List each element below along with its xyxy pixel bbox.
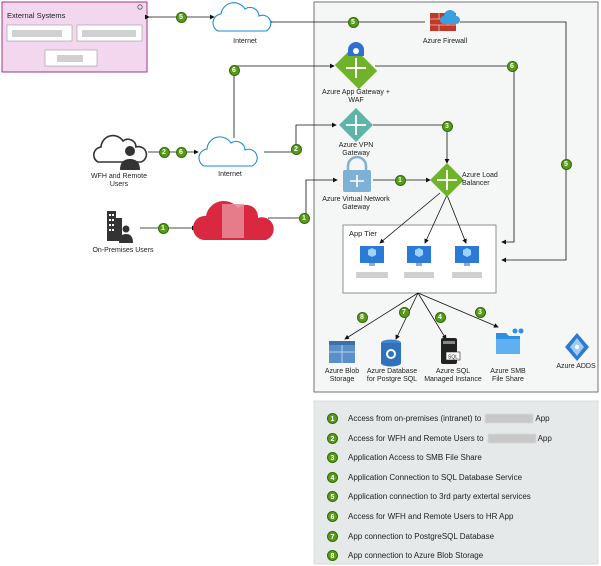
azure-adds-label: Azure ADDS: [556, 363, 596, 370]
legend-text: App connection to Azure Blob Storage: [348, 551, 483, 560]
legend-text-main: App connection to Azure Blob Storage: [348, 551, 484, 561]
app-tier-label: App Tier: [349, 229, 377, 238]
legend-text-main: Access for WFH and Remote Users to: [348, 433, 484, 443]
redacted-app-name: [485, 414, 534, 424]
wfh-users-label: WFH and Remote Users: [90, 173, 148, 188]
load-balancer-icon: [430, 163, 464, 197]
step-badge: 5: [347, 16, 359, 28]
legend-badge: 2: [327, 432, 338, 444]
legend-text: Application connection to 3rd party exte…: [348, 492, 531, 501]
virtual-network-gateway-label: Azure Virtual Network Gateway: [322, 196, 390, 211]
step-badge: 5: [175, 11, 187, 23]
on-premises-users-label: On-Premises Users: [92, 247, 154, 254]
postgresql-database-icon: [381, 339, 401, 367]
legend-text: App connection to PostgreSQL Database: [348, 532, 494, 541]
step-badge: 4: [434, 311, 446, 323]
internet-cloud-icon: [198, 136, 258, 167]
remote-users-icon: [93, 134, 148, 170]
on-premises-users-icon: [107, 211, 133, 243]
app-gateway-label: Azure App Gateway + WAF: [322, 89, 390, 104]
step-badge: 6: [506, 60, 518, 72]
step-badge: 2: [158, 146, 170, 158]
location-pin-icon: [137, 4, 143, 10]
legend-text: Access for WFH and Remote Users to HR Ap…: [348, 512, 513, 521]
step-badge: 3: [474, 306, 486, 318]
vm-icon: [356, 246, 388, 278]
internet-top-label: Internet: [233, 38, 257, 45]
legend-text: Access from on-premises (intranet) to App: [348, 414, 550, 424]
legend-badge: 7: [327, 530, 338, 542]
legend-text-suffix: App: [537, 433, 552, 443]
smb-file-share-label: Azure SMB File Share: [490, 368, 526, 383]
virtual-network-gateway-icon: [343, 155, 371, 192]
internet-mid-label: Internet: [218, 171, 242, 178]
legend-text-main: Access for WFH and Remote Users to HR Ap…: [348, 512, 514, 521]
step-badge: 1: [157, 222, 169, 234]
legend-badge: 8: [327, 550, 338, 562]
legend-badge: 6: [327, 511, 338, 522]
on-premises-network-cloud-icon: [192, 200, 274, 240]
step-badge: 5: [560, 158, 572, 170]
smb-file-share-icon: [496, 328, 524, 354]
legend-badge: 5: [327, 491, 338, 503]
legend-text-main: Application Connection to SQL Database S…: [348, 472, 523, 482]
legend-text: Access for WFH and Remote Users to App: [348, 434, 552, 443]
azure-adds-icon: [565, 333, 589, 361]
postgresql-label: Azure Database for Postgre SQL: [366, 368, 418, 383]
legend-text-main: App connection to PostgreSQL Database: [348, 531, 495, 541]
internet-cloud-icon: [212, 2, 272, 32]
step-badge: 6: [228, 64, 240, 76]
load-balancer-label: Azure Load Balancer: [462, 172, 498, 187]
step-badge: 2: [290, 143, 302, 155]
legend-text-main: Application connection to 3rd party exte…: [348, 492, 531, 502]
legend-badge: 3: [327, 452, 338, 464]
azure-firewall-label: Azure Firewall: [422, 38, 468, 45]
sql-managed-instance-icon: SQL: [441, 338, 461, 364]
legend-badge: 1: [327, 413, 338, 424]
app-gateway-icon: [334, 42, 378, 90]
step-badge: 6: [175, 146, 187, 158]
legend-text: Application Access to SMB File Share: [348, 453, 482, 462]
legend-text-suffix: App: [535, 414, 550, 423]
step-badge: 1: [298, 212, 310, 224]
legend-panel: [313, 400, 599, 565]
svg-text:SQL: SQL: [448, 355, 458, 361]
legend-badge: 4: [327, 471, 338, 483]
external-systems-title: External Systems: [7, 11, 66, 20]
step-badge: 3: [441, 120, 453, 132]
vm-icon: [404, 246, 434, 278]
step-badge: 1: [394, 174, 406, 186]
sql-managed-instance-label: Azure SQL Managed Instance: [424, 368, 482, 383]
blob-storage-label: Azure Blob Storage: [324, 368, 360, 383]
step-badge: 8: [356, 311, 368, 323]
azure-firewall-icon: [430, 10, 460, 31]
vm-icon: [452, 246, 482, 278]
legend-text: Application Connection to SQL Database S…: [348, 473, 522, 482]
legend-text-main: Application Access to SMB File Share: [348, 453, 482, 463]
legend-text-main: Access from on-premises (intranet) to: [348, 414, 482, 423]
step-badge: 7: [398, 306, 410, 318]
redacted-app-name: [487, 433, 536, 443]
vpn-gateway-label: Azure VPN Gateway: [338, 142, 374, 157]
blob-storage-icon: [329, 341, 355, 363]
